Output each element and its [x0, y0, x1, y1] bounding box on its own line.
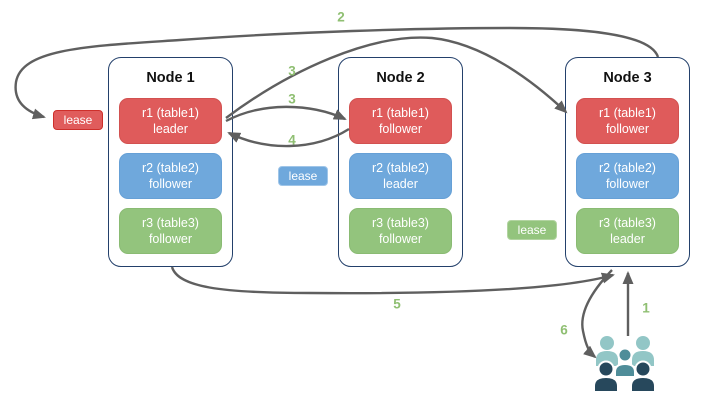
- lease-badge-green: lease: [507, 220, 557, 240]
- lease-badge-blue: lease: [278, 166, 328, 186]
- replica-name: r3 (table3): [599, 216, 656, 230]
- replica-role: leader: [383, 177, 418, 191]
- replica-name: r2 (table2): [142, 161, 199, 175]
- replica-role: leader: [153, 122, 188, 136]
- node-2-replica-r2: r2 (table2) leader: [349, 153, 452, 199]
- node-3-replica-r2: r2 (table2) follower: [576, 153, 679, 199]
- replica-name: r3 (table3): [142, 216, 199, 230]
- step-label-3b: 3: [288, 91, 296, 107]
- step-label-3a: 3: [288, 63, 296, 79]
- node-1-replica-r3: r3 (table3) follower: [119, 208, 222, 254]
- replica-role: leader: [610, 232, 645, 246]
- replica-role: follower: [378, 232, 423, 246]
- step-label-6: 6: [560, 322, 568, 338]
- step-label-1: 1: [642, 300, 650, 316]
- replica-role: follower: [378, 122, 423, 136]
- node-1-replica-r2: r2 (table2) follower: [119, 153, 222, 199]
- step-label-2: 2: [337, 9, 345, 25]
- replica-role: follower: [148, 177, 193, 191]
- replica-name: r3 (table3): [372, 216, 429, 230]
- node-2-replica-r3: r3 (table3) follower: [349, 208, 452, 254]
- replica-role: follower: [148, 232, 193, 246]
- node-3-replica-r3: r3 (table3) leader: [576, 208, 679, 254]
- replica-name: r2 (table2): [372, 161, 429, 175]
- step-label-5: 5: [393, 296, 401, 312]
- replica-name: r2 (table2): [599, 161, 656, 175]
- step-label-4: 4: [288, 132, 296, 148]
- replica-role: follower: [605, 177, 650, 191]
- replica-role: follower: [605, 122, 650, 136]
